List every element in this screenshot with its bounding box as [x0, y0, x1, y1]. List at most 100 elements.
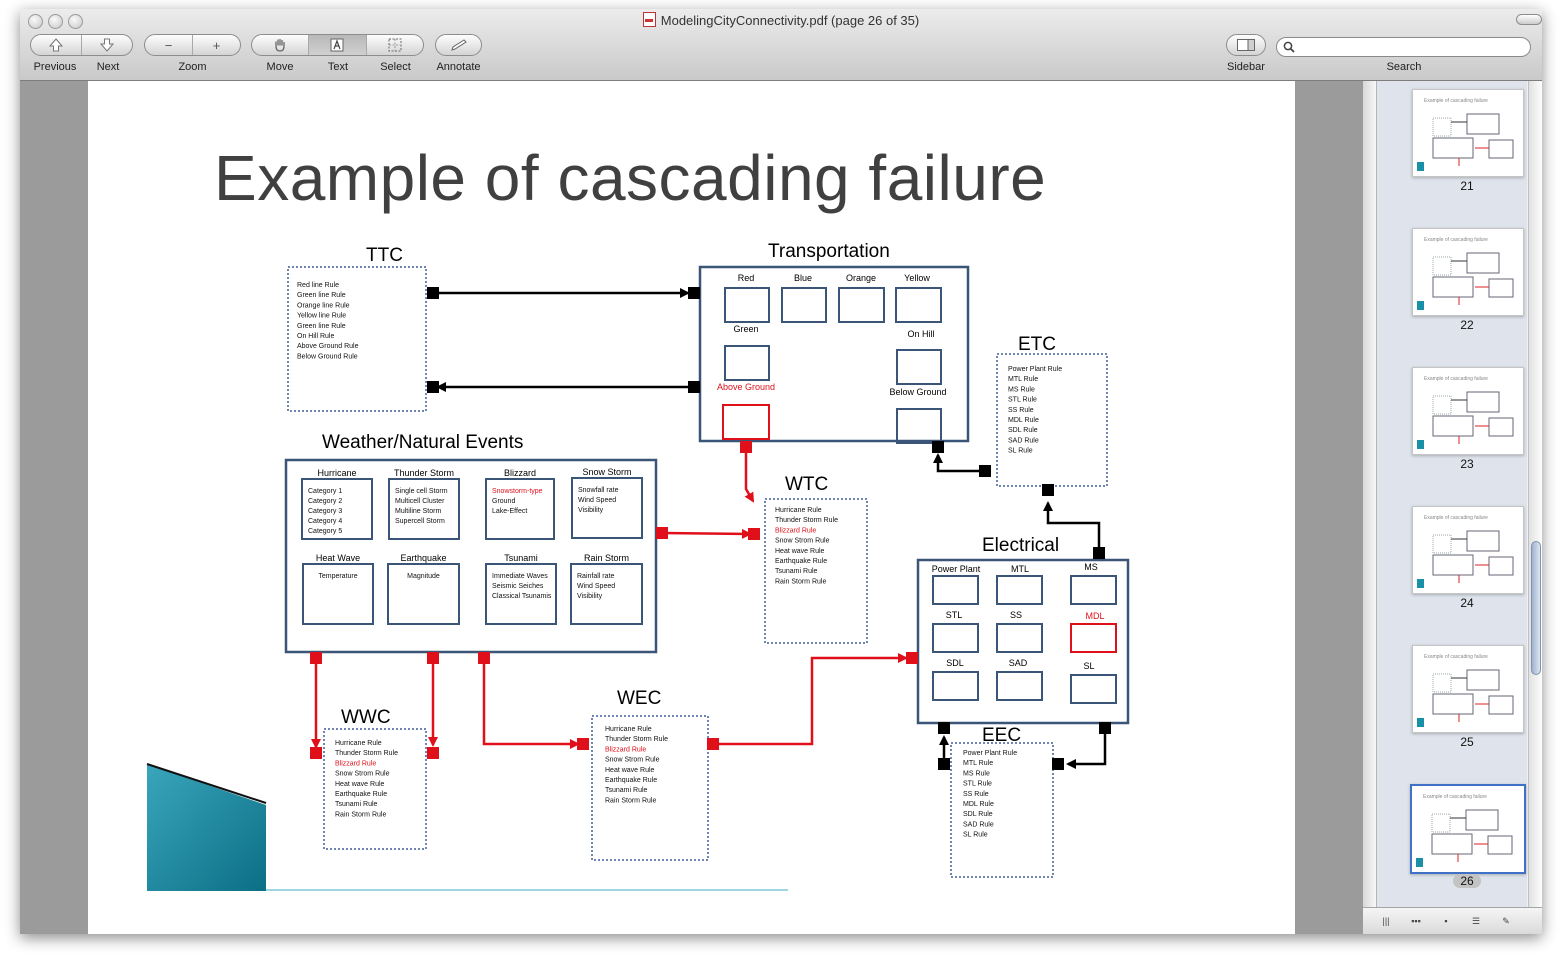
annotate-button[interactable]: [435, 34, 482, 56]
next-button[interactable]: [82, 35, 132, 55]
rule-item: Hurricane Rule: [335, 740, 382, 747]
rule-item: MS Rule: [963, 770, 990, 777]
select-tool-button[interactable]: [367, 35, 423, 55]
rule-item: Red line Rule: [297, 282, 339, 289]
close-window-button[interactable]: [28, 14, 43, 29]
rule-item: MDL Rule: [963, 801, 994, 808]
page-number: 22: [1460, 318, 1474, 332]
sidebar-splitter[interactable]: [1363, 81, 1377, 907]
preview-window: ModelingCityConnectivity.pdf (page 26 of…: [20, 9, 1542, 934]
thumbnail-diagram: [1432, 669, 1514, 722]
transportation-cell-label: Yellow: [904, 273, 930, 283]
transportation-box: [698, 265, 970, 443]
weather-title: Weather/Natural Events: [322, 432, 523, 453]
rule-item: Tsunami Rule: [605, 787, 648, 794]
rule-item: MDL Rule: [1008, 417, 1039, 424]
rule-item: Snow Strom Rule: [335, 771, 390, 778]
rule-item: SDL Rule: [963, 811, 993, 818]
magnifier-icon: [1283, 41, 1295, 53]
page-number-label: 22: [1412, 318, 1522, 332]
weather-item: Wind Speed: [578, 497, 616, 504]
zoom-control: − +: [144, 34, 241, 56]
page-thumbnail[interactable]: Example of cascading failure: [1412, 228, 1524, 316]
search-label: Search: [1386, 61, 1422, 73]
weather-item: Seismic Seiches: [492, 583, 544, 590]
weather-item: Visibility: [578, 507, 604, 514]
weather-to-wtc-arrow: [661, 528, 752, 539]
weather-box: [284, 458, 658, 654]
zoom-window-button[interactable]: [68, 14, 83, 29]
page-thumbnail[interactable]: Example of cascading failure: [1412, 89, 1524, 177]
annotation-pen-icon[interactable]: ✎: [1502, 916, 1510, 926]
rule-item: Blizzard Rule: [605, 746, 646, 753]
page-thumbnail[interactable]: Example of cascading failure: [1410, 784, 1526, 874]
thumbnail-teal-mark: [1417, 579, 1424, 588]
wtc-title: WTC: [785, 474, 828, 495]
move-tool-button[interactable]: [252, 35, 310, 55]
weather-item: Magnitude: [407, 573, 440, 580]
page-number-label: 24: [1412, 596, 1522, 610]
grid-view-icon[interactable]: ▪▪▪: [1411, 916, 1421, 926]
page-thumbnail[interactable]: Example of cascading failure: [1412, 645, 1524, 733]
weather-cell-box: [571, 477, 643, 539]
thumbnail-caption: Example of cascading failure: [1423, 794, 1487, 800]
search-field[interactable]: [1276, 37, 1531, 57]
weather-cell-label: Earthquake: [400, 553, 446, 563]
weather-item: Lake-Effect: [492, 508, 527, 515]
thumbnail-teal-mark: [1416, 858, 1423, 867]
page-thumbnail[interactable]: Example of cascading failure: [1412, 506, 1524, 594]
sidebar-button[interactable]: [1226, 34, 1266, 56]
toolbar: ModelingCityConnectivity.pdf (page 26 of…: [20, 9, 1542, 81]
sidebar-scrollbar[interactable]: [1528, 81, 1542, 907]
next-label: Next: [96, 61, 120, 73]
toolbar-toggle-button[interactable]: [1516, 14, 1542, 25]
transportation-cell-label: Below Ground: [889, 387, 946, 397]
rule-item: SL Rule: [963, 832, 988, 839]
wec-to-electrical-arrow: [715, 653, 908, 746]
previous-button[interactable]: [31, 35, 82, 55]
rule-item: Tsunami Rule: [335, 801, 378, 808]
previous-label: Previous: [33, 61, 77, 73]
weather-item: Multiline Storm: [395, 508, 441, 515]
rule-item: MTL Rule: [1008, 376, 1038, 383]
list-view-icon[interactable]: ☰: [1471, 916, 1481, 926]
transportation-title: Transportation: [768, 241, 890, 262]
electrical-cell-label: MS: [1084, 562, 1098, 572]
rule-item: Hurricane Rule: [775, 507, 822, 514]
rule-item: Hurricane Rule: [605, 726, 652, 733]
slide-title: Example of cascading failure: [214, 142, 1047, 214]
connector-square: [688, 287, 700, 299]
wec-title: WEC: [617, 688, 661, 709]
page-thumbnail[interactable]: Example of cascading failure: [1412, 367, 1524, 455]
rule-item: Snow Strom Rule: [605, 757, 660, 764]
zoom-in-button[interactable]: +: [212, 37, 221, 53]
text-tool-button[interactable]: [309, 35, 367, 55]
rule-item: Earthquake Rule: [335, 791, 387, 798]
thumbnail-caption: Example of cascading failure: [1424, 376, 1488, 382]
thumbnail-caption: Example of cascading failure: [1424, 98, 1488, 104]
rule-item: Power Plant Rule: [963, 750, 1017, 757]
rule-item: STL Rule: [1008, 397, 1037, 404]
minimize-window-button[interactable]: [48, 14, 63, 29]
single-view-icon[interactable]: ▪: [1444, 916, 1448, 926]
sidebar-view-bar: ||| ▪▪▪ ▪ ☰ ✎: [1363, 907, 1542, 934]
rule-item: Yellow line Rule: [297, 313, 346, 320]
wtc-box: [764, 498, 868, 644]
rule-item: Tsunami Rule: [775, 568, 818, 575]
rule-item: SAD Rule: [1008, 437, 1039, 444]
weather-item: Category 5: [308, 528, 342, 535]
electrical-cell-box: [996, 623, 1043, 653]
sidebar-scroll-thumb[interactable]: [1531, 541, 1541, 675]
column-view-icon[interactable]: |||: [1382, 916, 1390, 926]
weather-item: Visibility: [577, 593, 603, 600]
zoom-out-button[interactable]: −: [145, 35, 193, 55]
rule-item: SS Rule: [963, 791, 989, 798]
rule-item: Earthquake Rule: [605, 777, 657, 784]
ttc-box: [287, 266, 427, 412]
weather-item: Classical Tsunamis: [492, 593, 552, 600]
ttc-title: TTC: [366, 245, 403, 266]
